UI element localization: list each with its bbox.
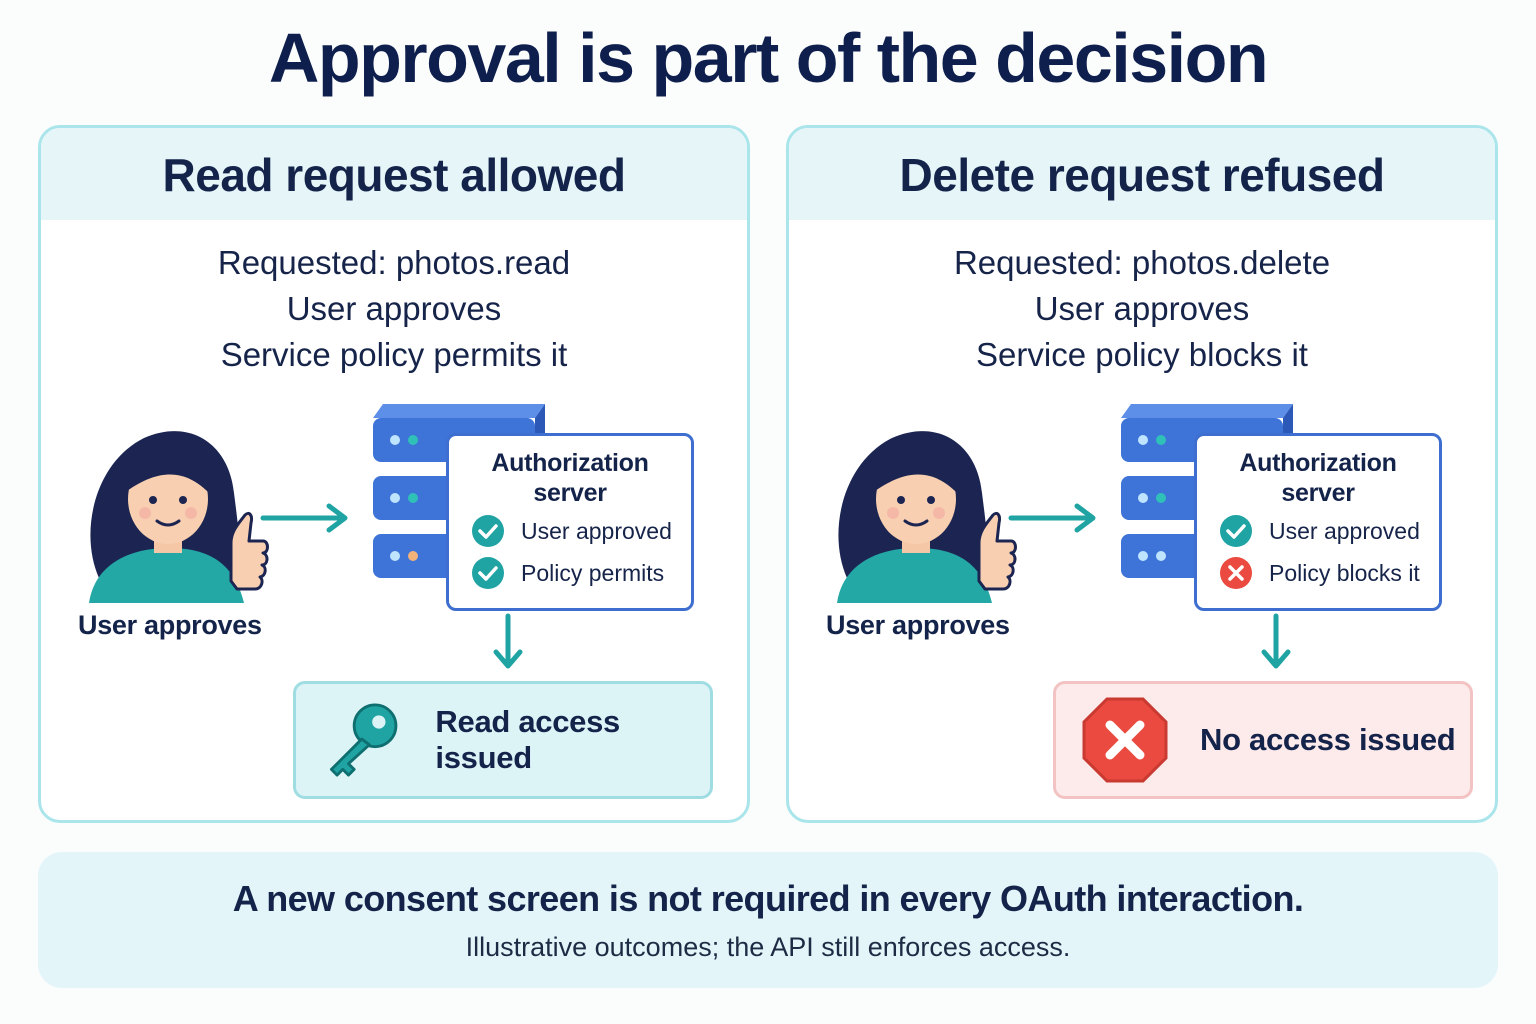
auth-title-line1: Authorization [491,449,649,477]
arrow-down-icon [493,613,523,669]
check-policy-permits: Policy permits [471,556,664,590]
arrow-right-icon [260,503,348,533]
check-label: User approved [521,517,672,544]
stop-x-icon [1082,697,1168,783]
panel-heading: Read request allowed [41,128,747,220]
condition-list: Requested: photos.delete User approves S… [789,240,1495,378]
auth-title-line1: Authorization [1239,449,1397,477]
page-title: Approval is part of the decision [268,19,1269,97]
check-label: Policy blocks it [1269,559,1420,586]
condition-policy: Service policy permits it [220,336,568,373]
auth-title-line2: server [1281,479,1355,507]
x-circle-icon [1220,557,1252,589]
footer-note: A new consent screen is not required in … [38,852,1498,988]
arrow-right-icon [1008,503,1096,533]
check-circle-icon [472,557,504,589]
result-label: Read access issued [435,704,620,775]
person-label: User approves [78,610,262,640]
user-thumbs-up-icon [837,431,1017,603]
check-circle-icon [1220,515,1252,547]
condition-policy: Service policy blocks it [976,336,1308,373]
key-icon [329,703,398,777]
panel-delete-refused: Delete request refused Requested: photos… [786,125,1498,823]
auth-card-title: Authorization server [449,448,691,508]
panel-read-allowed: Read request allowed Requested: photos.r… [38,125,750,823]
condition-user-approval: User approves [286,290,502,327]
condition-user-approval: User approves [1034,290,1250,327]
check-circle-icon [472,515,504,547]
check-label: Policy permits [521,559,665,586]
user-thumbs-up-icon [89,431,269,603]
footer-sub-text: Illustrative outcomes; the API still enf… [465,932,1071,962]
check-label: User approved [1269,517,1420,544]
person-label: User approves [826,610,1010,640]
result-read-access-issued: Read access issued [293,681,713,799]
auth-title-line2: server [533,479,607,507]
check-user-approved: User approved [471,514,672,548]
authorization-server-card: Authorization server User approved Polic… [446,433,694,611]
result-no-access-issued: No access issued [1053,681,1473,799]
auth-card-title: Authorization server [1197,448,1439,508]
panel-heading: Delete request refused [789,128,1495,220]
condition-requested-scope: Requested: photos.read [217,244,571,281]
arrow-down-icon [1261,613,1291,669]
authorization-server-card: Authorization server User approved Polic… [1194,433,1442,611]
footer-main-text: A new consent screen is not required in … [232,878,1304,919]
result-label: No access issued [1200,722,1456,757]
condition-requested-scope: Requested: photos.delete [953,244,1331,281]
check-user-approved: User approved [1219,514,1420,548]
check-policy-blocks: Policy blocks it [1219,556,1420,590]
condition-list: Requested: photos.read User approves Ser… [41,240,747,378]
